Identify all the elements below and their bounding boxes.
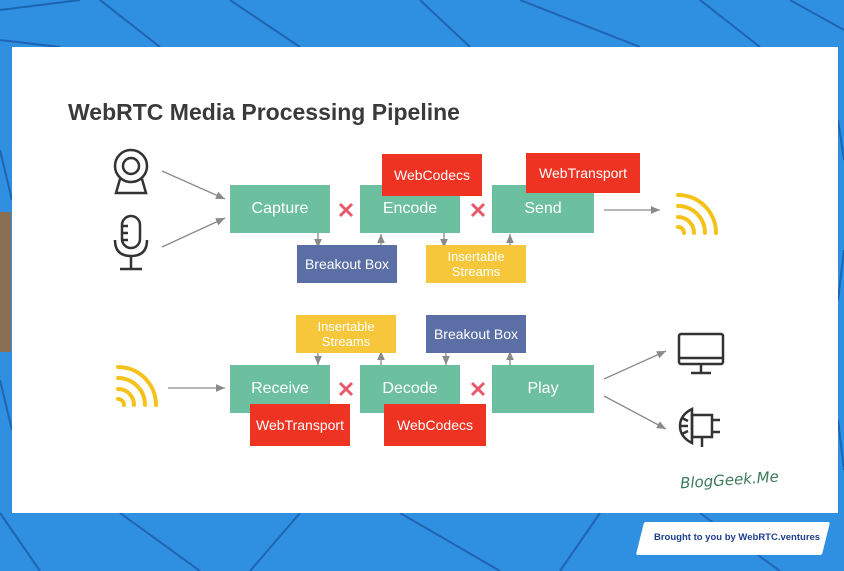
speaker-icon xyxy=(678,406,720,447)
slide-title: WebRTC Media Processing Pipeline xyxy=(68,99,460,125)
webtransport-receive-box: WebTransport xyxy=(250,404,350,446)
insertable-streams-receive: Insertable Streams xyxy=(296,315,396,353)
x-mark-icon xyxy=(470,381,486,397)
webcodecs-encode-box: WebCodecs xyxy=(382,154,482,196)
breakout-box-send: Breakout Box xyxy=(297,245,397,283)
webcam-icon xyxy=(113,148,149,195)
x-mark-icon xyxy=(470,202,486,218)
x-mark-icon xyxy=(338,202,354,218)
footer-text: Brought to you by WebRTC.ventures xyxy=(654,532,821,543)
stage-capture: Capture xyxy=(230,185,330,233)
webcodecs-decode-box: WebCodecs xyxy=(384,404,486,446)
x-mark-icon xyxy=(338,381,354,397)
wifi-signal-in-icon xyxy=(116,365,158,407)
presenter-video-strip xyxy=(0,212,11,352)
breakout-box-receive: Breakout Box xyxy=(426,315,526,353)
slide: WebRTC Media Processing Pipeline xyxy=(12,47,838,513)
wifi-signal-out-icon xyxy=(676,193,718,235)
monitor-icon xyxy=(677,332,725,375)
webtransport-send-box: WebTransport xyxy=(526,153,640,193)
insertable-streams-send: Insertable Streams xyxy=(426,245,526,283)
stage-play: Play xyxy=(492,365,594,413)
microphone-icon xyxy=(113,214,149,271)
stage-send: Send xyxy=(492,185,594,233)
